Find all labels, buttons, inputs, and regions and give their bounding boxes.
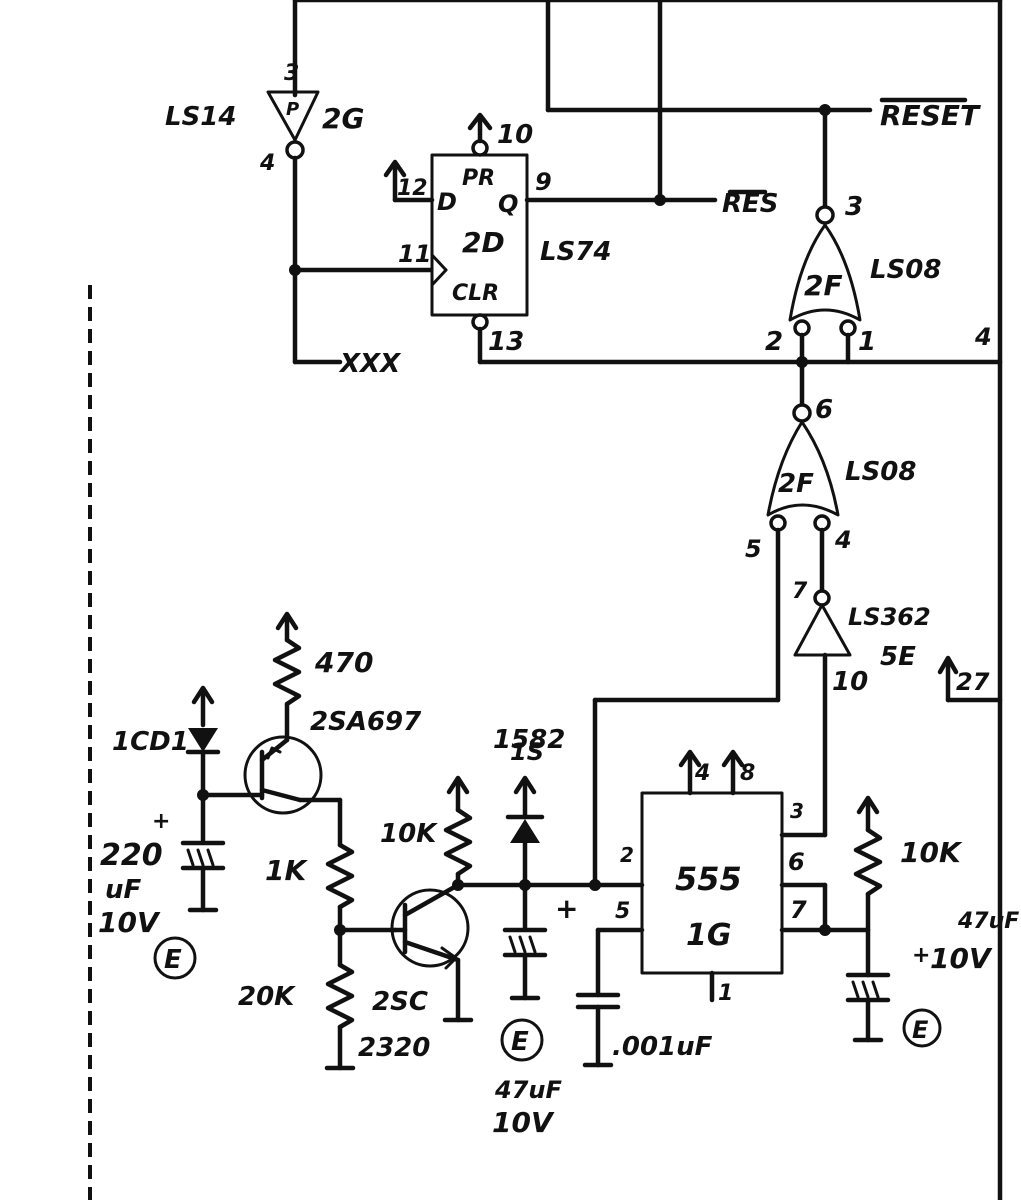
label-right-pin4: 4 bbox=[974, 323, 992, 351]
label-pin4-inverter: 4 bbox=[259, 151, 275, 176]
label-c47-mid-plus: + bbox=[555, 892, 578, 925]
label-555-pin6: 6 bbox=[788, 848, 805, 876]
label-gate-mid-pin5: 5 bbox=[745, 535, 762, 563]
label-2sc: 2SC bbox=[372, 987, 428, 1017]
ground-symbol-mid bbox=[500, 1018, 544, 1062]
label-gate-mid-pin6: 6 bbox=[815, 395, 833, 425]
label-c001: .001uF bbox=[612, 1032, 713, 1062]
label-1s: 1S bbox=[510, 738, 544, 766]
label-555-pin3: 3 bbox=[790, 799, 804, 823]
label-555-pin2: 2 bbox=[620, 843, 634, 867]
pin27-stub bbox=[937, 655, 1003, 703]
label-c47-right-val: 47uF bbox=[957, 909, 1019, 934]
flipflop-ls74 bbox=[383, 112, 1003, 365]
label-c220: 220 bbox=[100, 838, 163, 873]
resistor-1k bbox=[325, 842, 398, 968]
label-r1k: 1K bbox=[265, 854, 308, 887]
label-r10k-right: 10K bbox=[900, 836, 963, 869]
label-r10k-left: 10K bbox=[380, 819, 438, 849]
label-c47-right-plus: + bbox=[912, 943, 930, 968]
label-pin13-ff: 13 bbox=[488, 327, 524, 357]
label-ls74: LS74 bbox=[540, 237, 611, 267]
label-c47-mid-val: 47uF bbox=[494, 1076, 562, 1104]
capacitor-001uf bbox=[575, 992, 621, 1068]
label-q: Q bbox=[498, 190, 518, 218]
label-c47-mid-volt: 10V bbox=[492, 1106, 555, 1139]
label-ground-mid: E bbox=[511, 1027, 529, 1057]
label-1582: 1582 bbox=[493, 725, 565, 755]
label-ground-right: E bbox=[912, 1016, 929, 1044]
label-buf-5e: 5E bbox=[880, 642, 916, 672]
label-gate-top-pin3: 3 bbox=[845, 192, 863, 222]
ground-symbol-right bbox=[902, 1008, 942, 1048]
label-ff-2d: 2D bbox=[462, 226, 505, 259]
label-gate-2g: 2G bbox=[322, 102, 364, 135]
buffer-ls362 bbox=[779, 589, 852, 838]
label-r20k: 20K bbox=[238, 982, 296, 1012]
inverter-ls14 bbox=[266, 90, 433, 365]
label-gate-mid-2f: 2F bbox=[778, 469, 814, 499]
ground-symbol-left bbox=[153, 936, 197, 980]
label-pin27: 27 bbox=[956, 668, 990, 696]
label-p: P bbox=[286, 99, 299, 120]
label-gate-top-ls08: LS08 bbox=[870, 255, 941, 285]
label-555-pin8: 8 bbox=[740, 761, 755, 786]
ic-555 bbox=[595, 749, 871, 1003]
label-clr: CLR bbox=[452, 281, 499, 306]
label-555-pin7: 7 bbox=[790, 896, 807, 924]
label-pin11-ff: 11 bbox=[398, 240, 431, 268]
label-pin12-ff: 12 bbox=[397, 176, 428, 201]
capacitor-47uf-mid bbox=[502, 927, 548, 1001]
resistor-20k bbox=[324, 962, 356, 1071]
label-2320: 2320 bbox=[358, 1033, 430, 1063]
label-1cd1: 1CD1 bbox=[112, 727, 189, 757]
label-ls14: LS14 bbox=[165, 102, 236, 132]
label-pin3-inverter: 3 bbox=[284, 61, 299, 86]
label-c47-right-volt: 10V bbox=[930, 942, 993, 975]
label-pin9-ff: 9 bbox=[535, 168, 552, 196]
label-ground-left: E bbox=[164, 945, 182, 975]
capacitor-220uf bbox=[180, 840, 226, 913]
label-gate-top-2f: 2F bbox=[804, 269, 843, 302]
label-555-pin1: 1 bbox=[718, 981, 733, 1006]
label-gate-top-pin2: 2 bbox=[765, 327, 783, 357]
gate-ls08-top bbox=[788, 205, 862, 408]
label-buf-pin10: 10 bbox=[832, 667, 868, 697]
label-d: D bbox=[437, 188, 457, 216]
label-gate-mid-pin4: 4 bbox=[834, 526, 852, 554]
label-c220-unit: uF bbox=[105, 875, 142, 905]
diode-1cd1 bbox=[185, 685, 221, 843]
resistor-10k-left bbox=[443, 775, 473, 888]
label-c220-volt: 10V bbox=[98, 906, 161, 939]
gate-ls08-mid bbox=[592, 403, 840, 703]
label-555-pin4: 4 bbox=[694, 761, 710, 786]
label-ic555: 555 bbox=[675, 860, 742, 898]
label-reset: RESET bbox=[880, 99, 981, 132]
label-r470: 470 bbox=[314, 646, 373, 679]
label-c220-plus: + bbox=[152, 809, 170, 834]
label-buf-ls362: LS362 bbox=[848, 603, 931, 631]
label-2sa697: 2SA697 bbox=[310, 707, 422, 737]
label-ic555-1g: 1G bbox=[686, 918, 732, 953]
label-gate-top-pin1: 1 bbox=[858, 327, 876, 357]
resistor-470 bbox=[272, 611, 302, 743]
label-gate-mid-ls08: LS08 bbox=[845, 457, 916, 487]
label-555-pin5: 5 bbox=[615, 899, 630, 924]
transistor-2sc2320 bbox=[390, 882, 474, 1023]
label-pr: PR bbox=[462, 166, 495, 191]
label-pin10-ff: 10 bbox=[497, 120, 533, 150]
resistor-10k-right bbox=[853, 795, 883, 978]
transistor-2sa697 bbox=[200, 735, 343, 848]
label-xxx: XXX bbox=[338, 349, 402, 379]
diode-1s1582 bbox=[505, 775, 545, 931]
label-buf-pin7: 7 bbox=[792, 579, 808, 604]
capacitor-47uf-right bbox=[845, 972, 891, 1043]
label-res: RES bbox=[722, 189, 779, 219]
